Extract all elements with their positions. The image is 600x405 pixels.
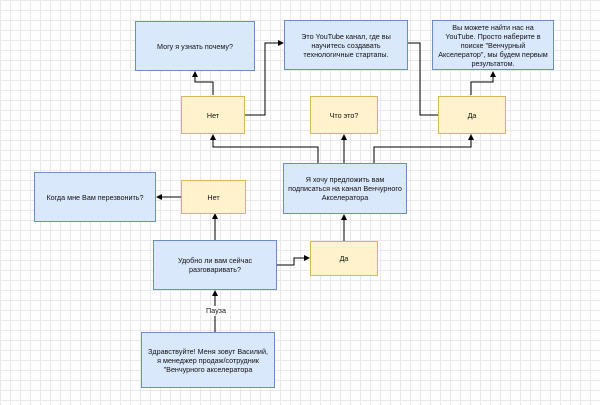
node-channel-info[interactable]: Это YouTube канал, где вы научитесь созд… — [284, 20, 408, 70]
node-yes-mid[interactable]: Да — [310, 241, 378, 276]
edge-convenient-to-yes — [277, 255, 310, 266]
pause-label: Пауза — [204, 306, 228, 316]
node-greeting[interactable]: Здравствуйте! Меня зовут Василий, я мене… — [141, 332, 275, 388]
edge-no-to-channel — [245, 40, 284, 116]
edge-yes-to-findus — [470, 71, 496, 95]
node-no-top[interactable]: Нет — [181, 96, 245, 134]
node-no-mid[interactable]: Нет — [181, 180, 246, 214]
edge-offer-to-yes — [373, 134, 474, 163]
node-yes-top[interactable]: Да — [438, 96, 506, 134]
node-offer[interactable]: Я хочу предложить вам подписаться на кан… — [283, 163, 407, 214]
node-what-is[interactable]: Что это? — [310, 96, 378, 134]
node-when-callback[interactable]: Когда мне Вам перезвонить? — [34, 172, 156, 222]
node-convenient[interactable]: Удобно ли вам сейчас разговаривать? — [153, 240, 277, 290]
edge-yes-to-channel — [408, 42, 438, 116]
node-why[interactable]: Могу я узнать почему? — [135, 21, 255, 71]
edge-no-to-why — [192, 71, 214, 95]
edge-offer-to-no — [210, 134, 319, 163]
node-find-us[interactable]: Вы можете найти нас на YouTube. Просто н… — [432, 20, 554, 70]
